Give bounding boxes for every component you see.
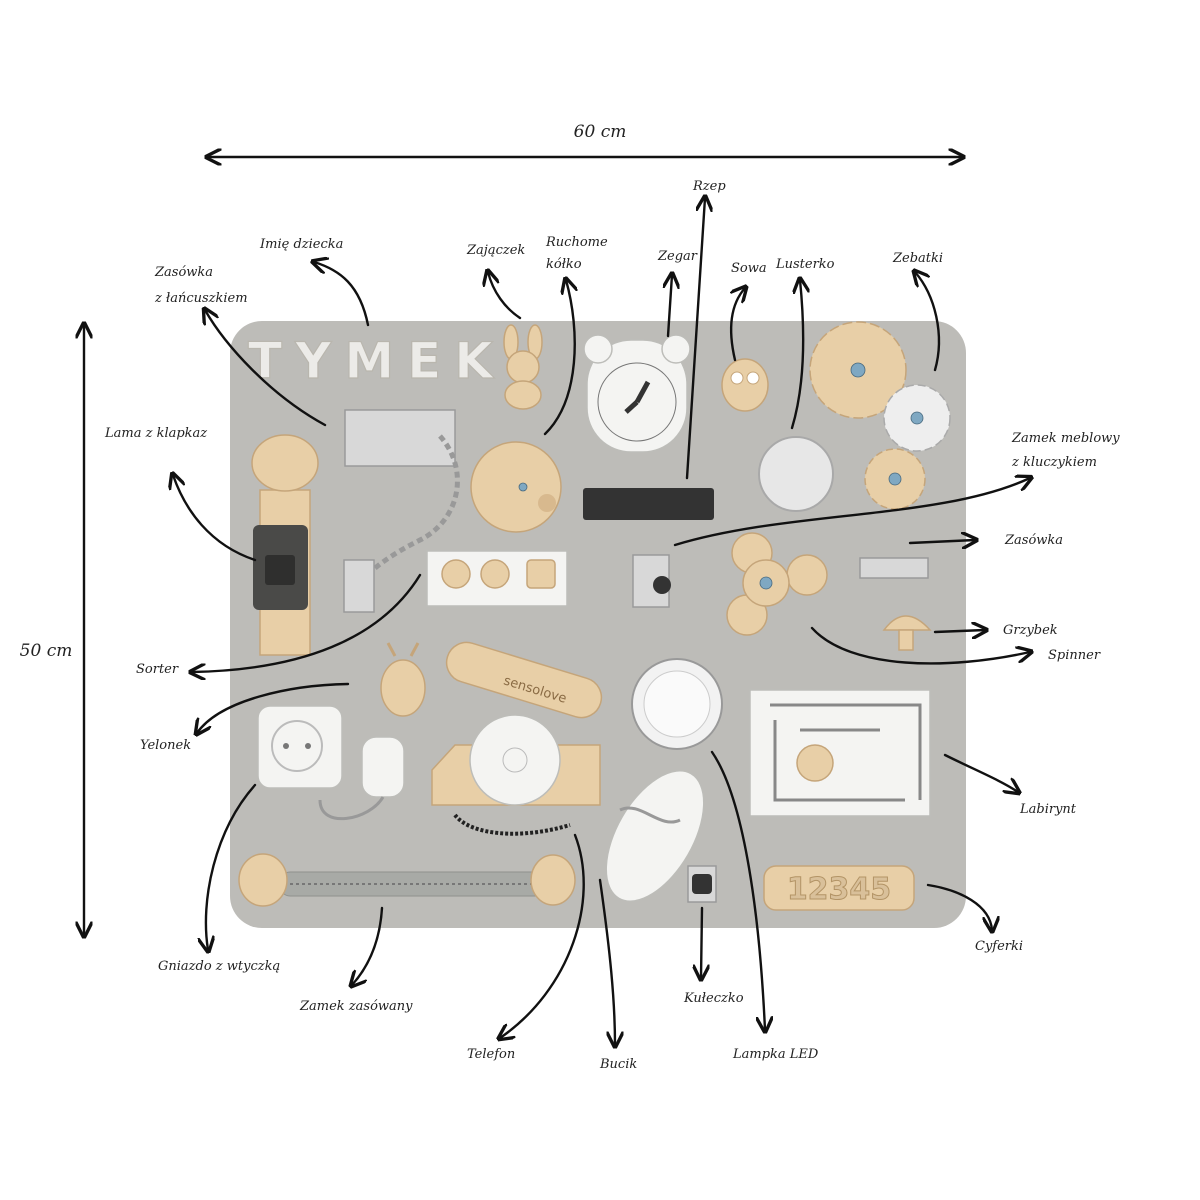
number-plate: 12345: [763, 865, 915, 911]
clock[interactable]: [583, 334, 691, 453]
telephone[interactable]: sensolove: [431, 637, 606, 836]
owl-figure: [721, 358, 769, 412]
label-zasuwka-lancuszek-1: Zasówka: [154, 265, 213, 280]
label-zasuwka-lancuszek-2: z łańcuszkiem: [154, 291, 248, 306]
label-imie: Imię dziecka: [259, 237, 343, 252]
led-lamp[interactable]: [631, 658, 723, 750]
label-lusterko: Lusterko: [775, 257, 835, 272]
height-dimension: 50 cm: [20, 325, 84, 935]
maze[interactable]: [749, 689, 931, 817]
label-zegar: Zegar: [657, 249, 698, 264]
label-kuleczko: Kułeczko: [683, 991, 744, 1006]
label-gniazdo: Gniazdo z wtyczką: [158, 959, 280, 974]
label-zamek-meblowy-2: z kluczykiem: [1011, 455, 1097, 470]
label-grzybek: Grzybek: [1003, 623, 1058, 638]
label-spinner: Spinner: [1048, 648, 1101, 663]
label-zajaczek: Zajączek: [466, 243, 525, 258]
spinner[interactable]: [726, 532, 828, 636]
small-latch[interactable]: [859, 557, 929, 579]
width-dimension: 60 cm: [208, 122, 962, 157]
rabbit-figure: [503, 324, 543, 410]
zipper[interactable]: [238, 853, 576, 907]
shoe-with-lace[interactable]: [586, 755, 724, 918]
mushroom-figure: [882, 615, 932, 651]
label-ruchome-2: kółko: [546, 257, 582, 272]
label-zamek-meblowy-1: Zamek meblowy: [1011, 431, 1120, 446]
width-label: 60 cm: [574, 122, 627, 142]
height-label: 50 cm: [20, 641, 73, 661]
label-sowa: Sowa: [731, 261, 767, 276]
label-labirynt: Labirynt: [1019, 802, 1077, 817]
label-cyferki: Cyferki: [975, 939, 1023, 954]
door-chain-latch[interactable]: [343, 409, 460, 613]
label-bucik: Bucik: [599, 1057, 637, 1072]
roller-wheel[interactable]: [687, 865, 717, 903]
label-zasowka: Zasówka: [1004, 533, 1063, 548]
socket-with-plug[interactable]: [257, 705, 405, 821]
label-ruchome-1: Ruchome: [545, 235, 608, 250]
deer-figure: [380, 642, 426, 717]
label-zebatki: Zebatki: [892, 251, 943, 266]
furniture-lock[interactable]: [632, 554, 671, 608]
rotating-wheel[interactable]: [470, 441, 562, 533]
label-sorter: Sorter: [136, 662, 179, 677]
velcro-strip[interactable]: [583, 488, 714, 520]
label-zamek-zasowany: Zamek zasówany: [299, 999, 413, 1014]
label-telefon: Telefon: [467, 1047, 515, 1062]
label-lama: Lama z klapkaz: [104, 426, 207, 441]
sorter[interactable]: [426, 550, 568, 607]
leader-arrows: [173, 198, 1030, 1045]
number-plate-text: 12345: [787, 872, 891, 907]
label-rzep: Rzep: [692, 179, 726, 194]
mirror: [758, 436, 834, 512]
label-yelonek: Yelonek: [140, 738, 191, 753]
llama-buckle-ruler[interactable]: [251, 434, 319, 656]
feature-labels: Imię dziecka Zasówka z łańcuszkiem Zając…: [104, 179, 1120, 1072]
label-lampka: Lampka LED: [732, 1047, 819, 1062]
gears[interactable]: [809, 321, 951, 510]
